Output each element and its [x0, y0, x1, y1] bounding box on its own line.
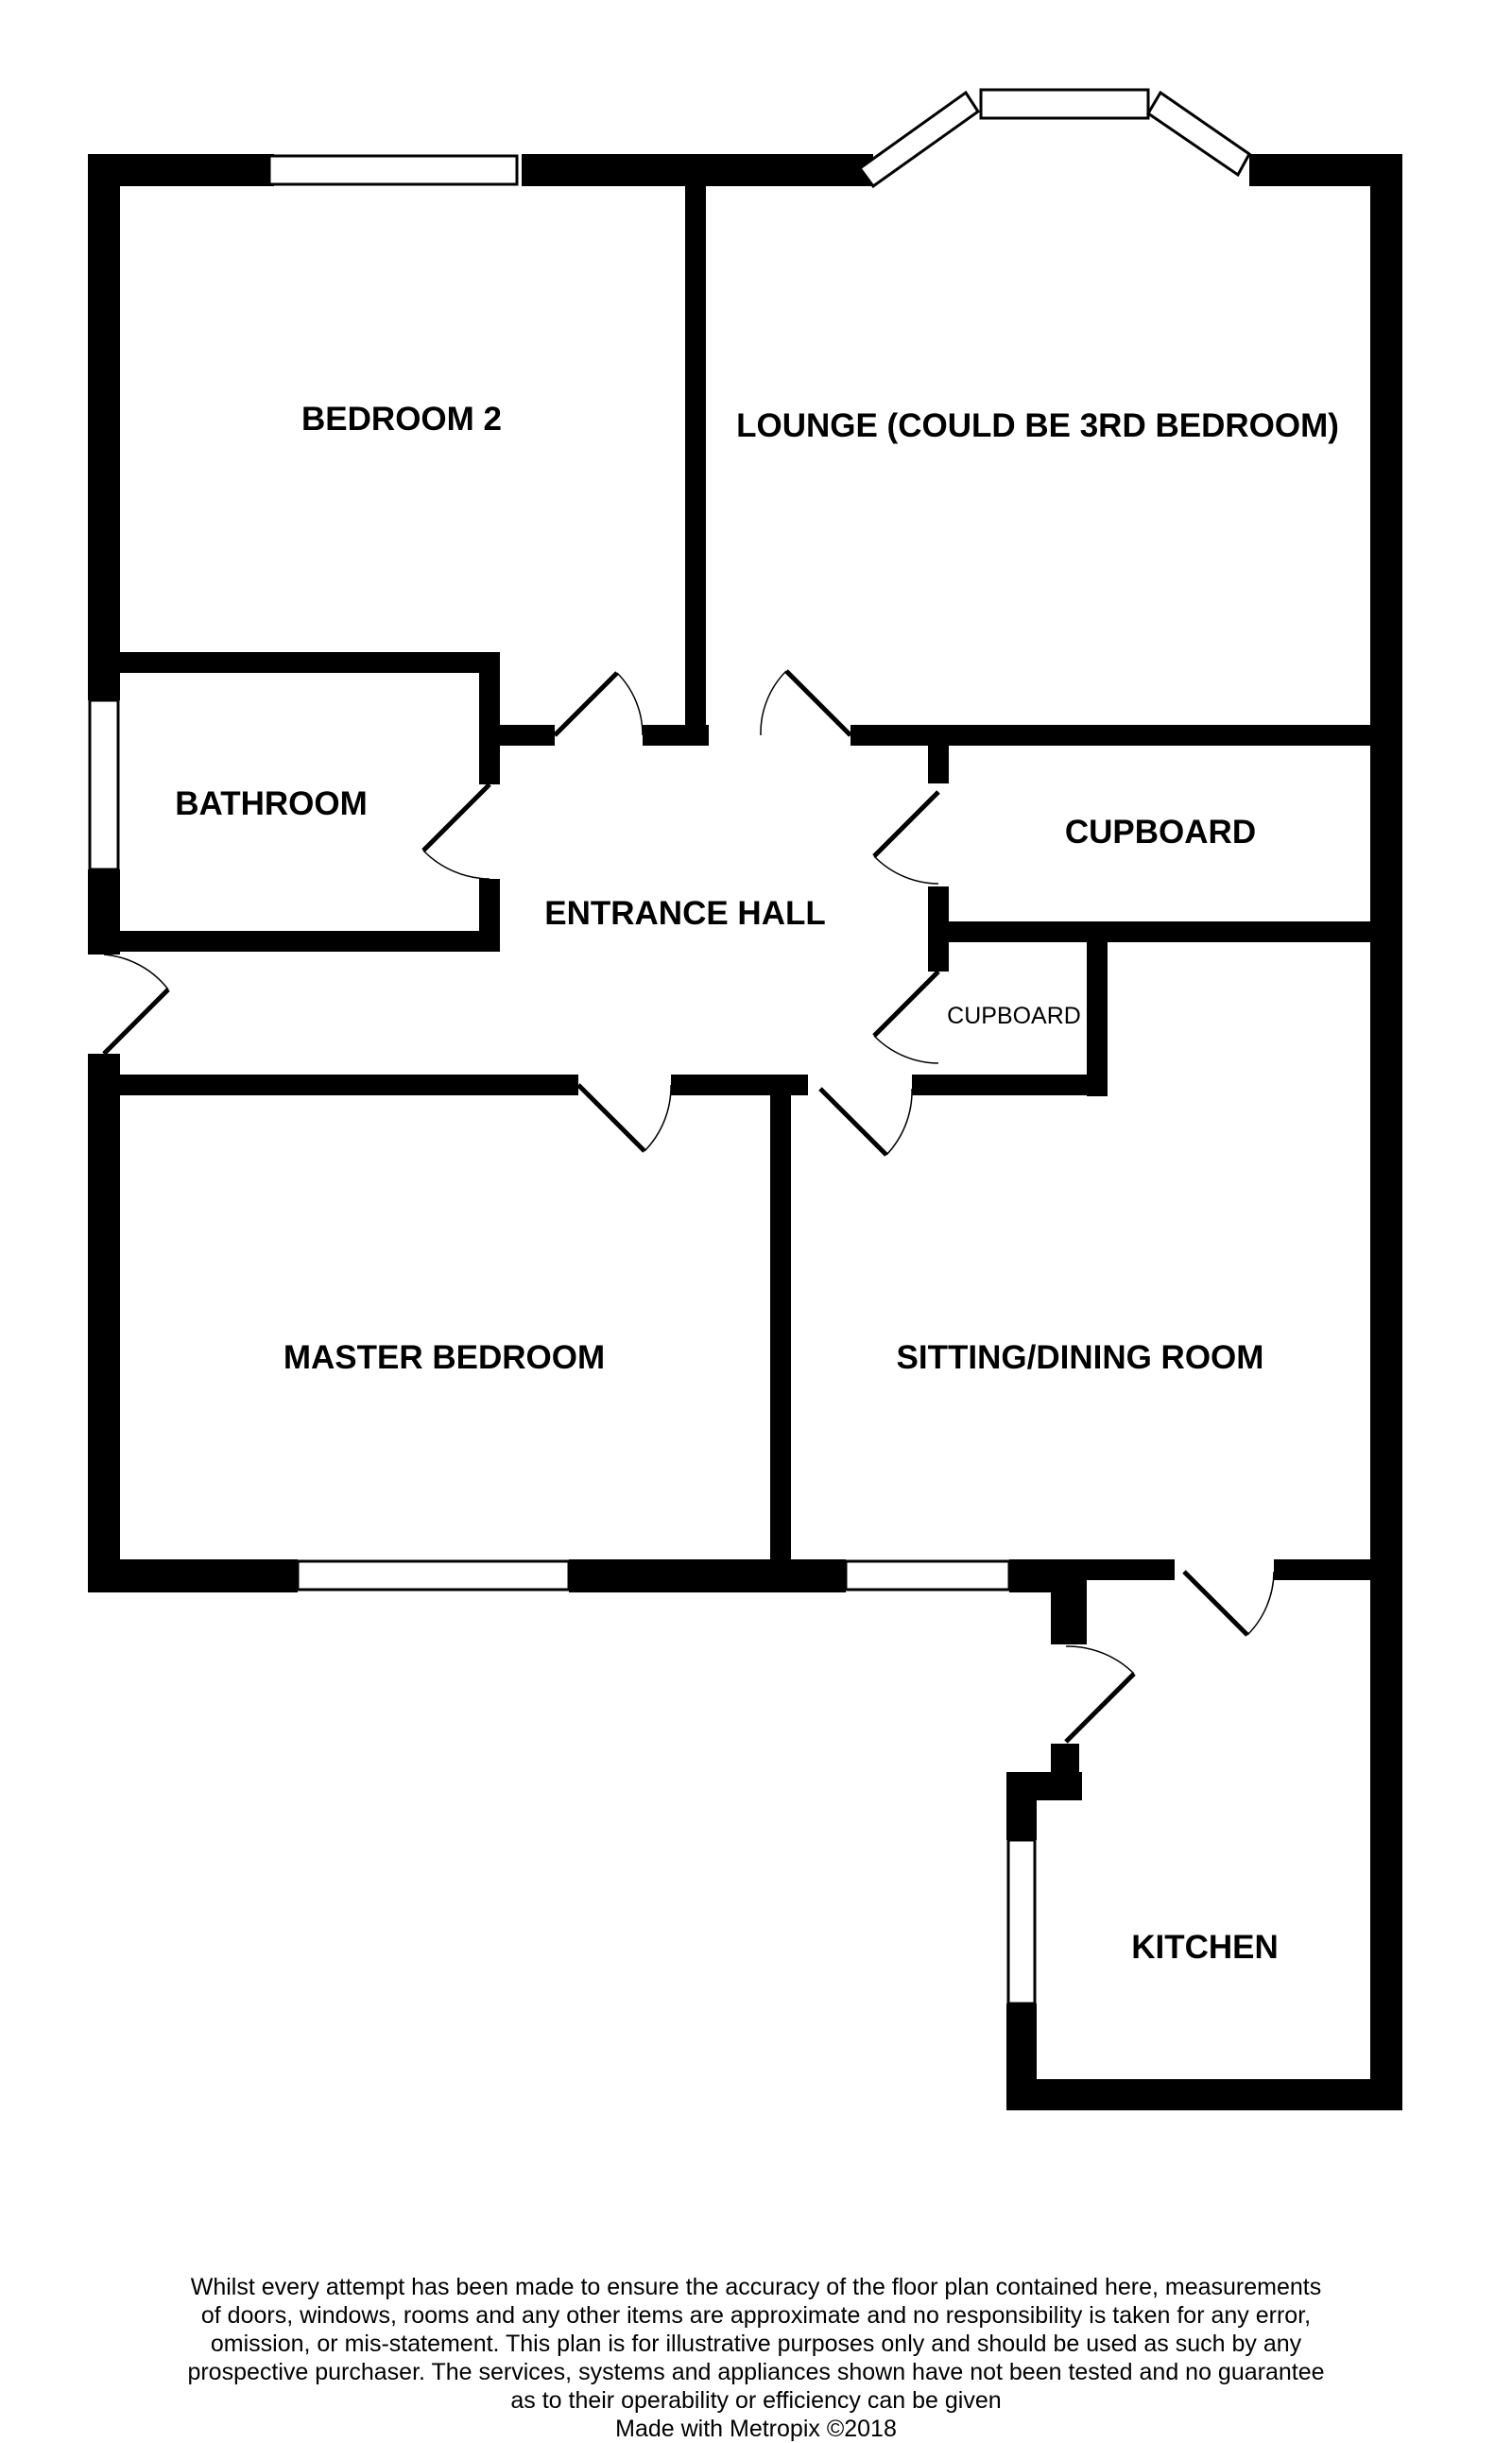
- disclaimer-line: Whilst every attempt has been made to en…: [190, 2274, 1322, 2300]
- room-label-cupboard-small: CUPBOARD: [947, 1003, 1081, 1029]
- door-entrance: [102, 954, 170, 1056]
- room-labels: BEDROOM 2 LOUNGE (COULD BE 3RD BEDROOM) …: [175, 401, 1339, 1966]
- exterior-walls: [88, 154, 1402, 2110]
- disclaimer-line: as to their operability or efficiency ca…: [510, 2387, 1002, 2414]
- disclaimer-line: of doors, windows, rooms and any other i…: [200, 2302, 1312, 2329]
- door-sitting-room: [818, 1087, 913, 1157]
- interior-walls: [120, 170, 1370, 1580]
- windows: [88, 88, 1251, 2005]
- door-lounge: [760, 669, 852, 737]
- room-label-kitchen: KITCHEN: [1131, 1929, 1279, 1966]
- window-master-bedroom: [296, 1559, 571, 1591]
- room-label-bathroom: BATHROOM: [175, 785, 368, 822]
- window-lounge-bay: [857, 88, 1251, 189]
- door-master-bedroom: [576, 1083, 672, 1153]
- door-kitchen-side: [1064, 1645, 1136, 1744]
- window-bathroom: [88, 698, 120, 871]
- door-bathroom: [421, 783, 491, 880]
- doors: [102, 669, 1275, 1744]
- disclaimer-line: prospective purchaser. The services, sys…: [187, 2359, 1325, 2385]
- door-kitchen: [1182, 1570, 1275, 1637]
- door-cupboard-large: [872, 790, 940, 885]
- window-bedroom2: [267, 154, 519, 186]
- door-bedroom2: [553, 671, 644, 737]
- room-label-lounge: LOUNGE (COULD BE 3RD BEDROOM): [736, 407, 1339, 444]
- room-label-master-bedroom: MASTER BEDROOM: [284, 1339, 605, 1376]
- door-cupboard-small: [872, 970, 940, 1064]
- disclaimer: Whilst every attempt has been made to en…: [142, 2273, 1370, 2443]
- room-label-sitting-dining: SITTING/DINING ROOM: [897, 1339, 1264, 1376]
- room-label-cupboard-large: CUPBOARD: [1065, 814, 1256, 851]
- disclaimer-line: omission, or mis-statement. This plan is…: [210, 2331, 1302, 2357]
- window-kitchen: [1006, 1838, 1037, 2005]
- room-label-bedroom2: BEDROOM 2: [301, 401, 502, 438]
- room-label-entrance-hall: ENTRANCE HALL: [544, 895, 825, 932]
- window-sitting-room: [844, 1559, 1011, 1591]
